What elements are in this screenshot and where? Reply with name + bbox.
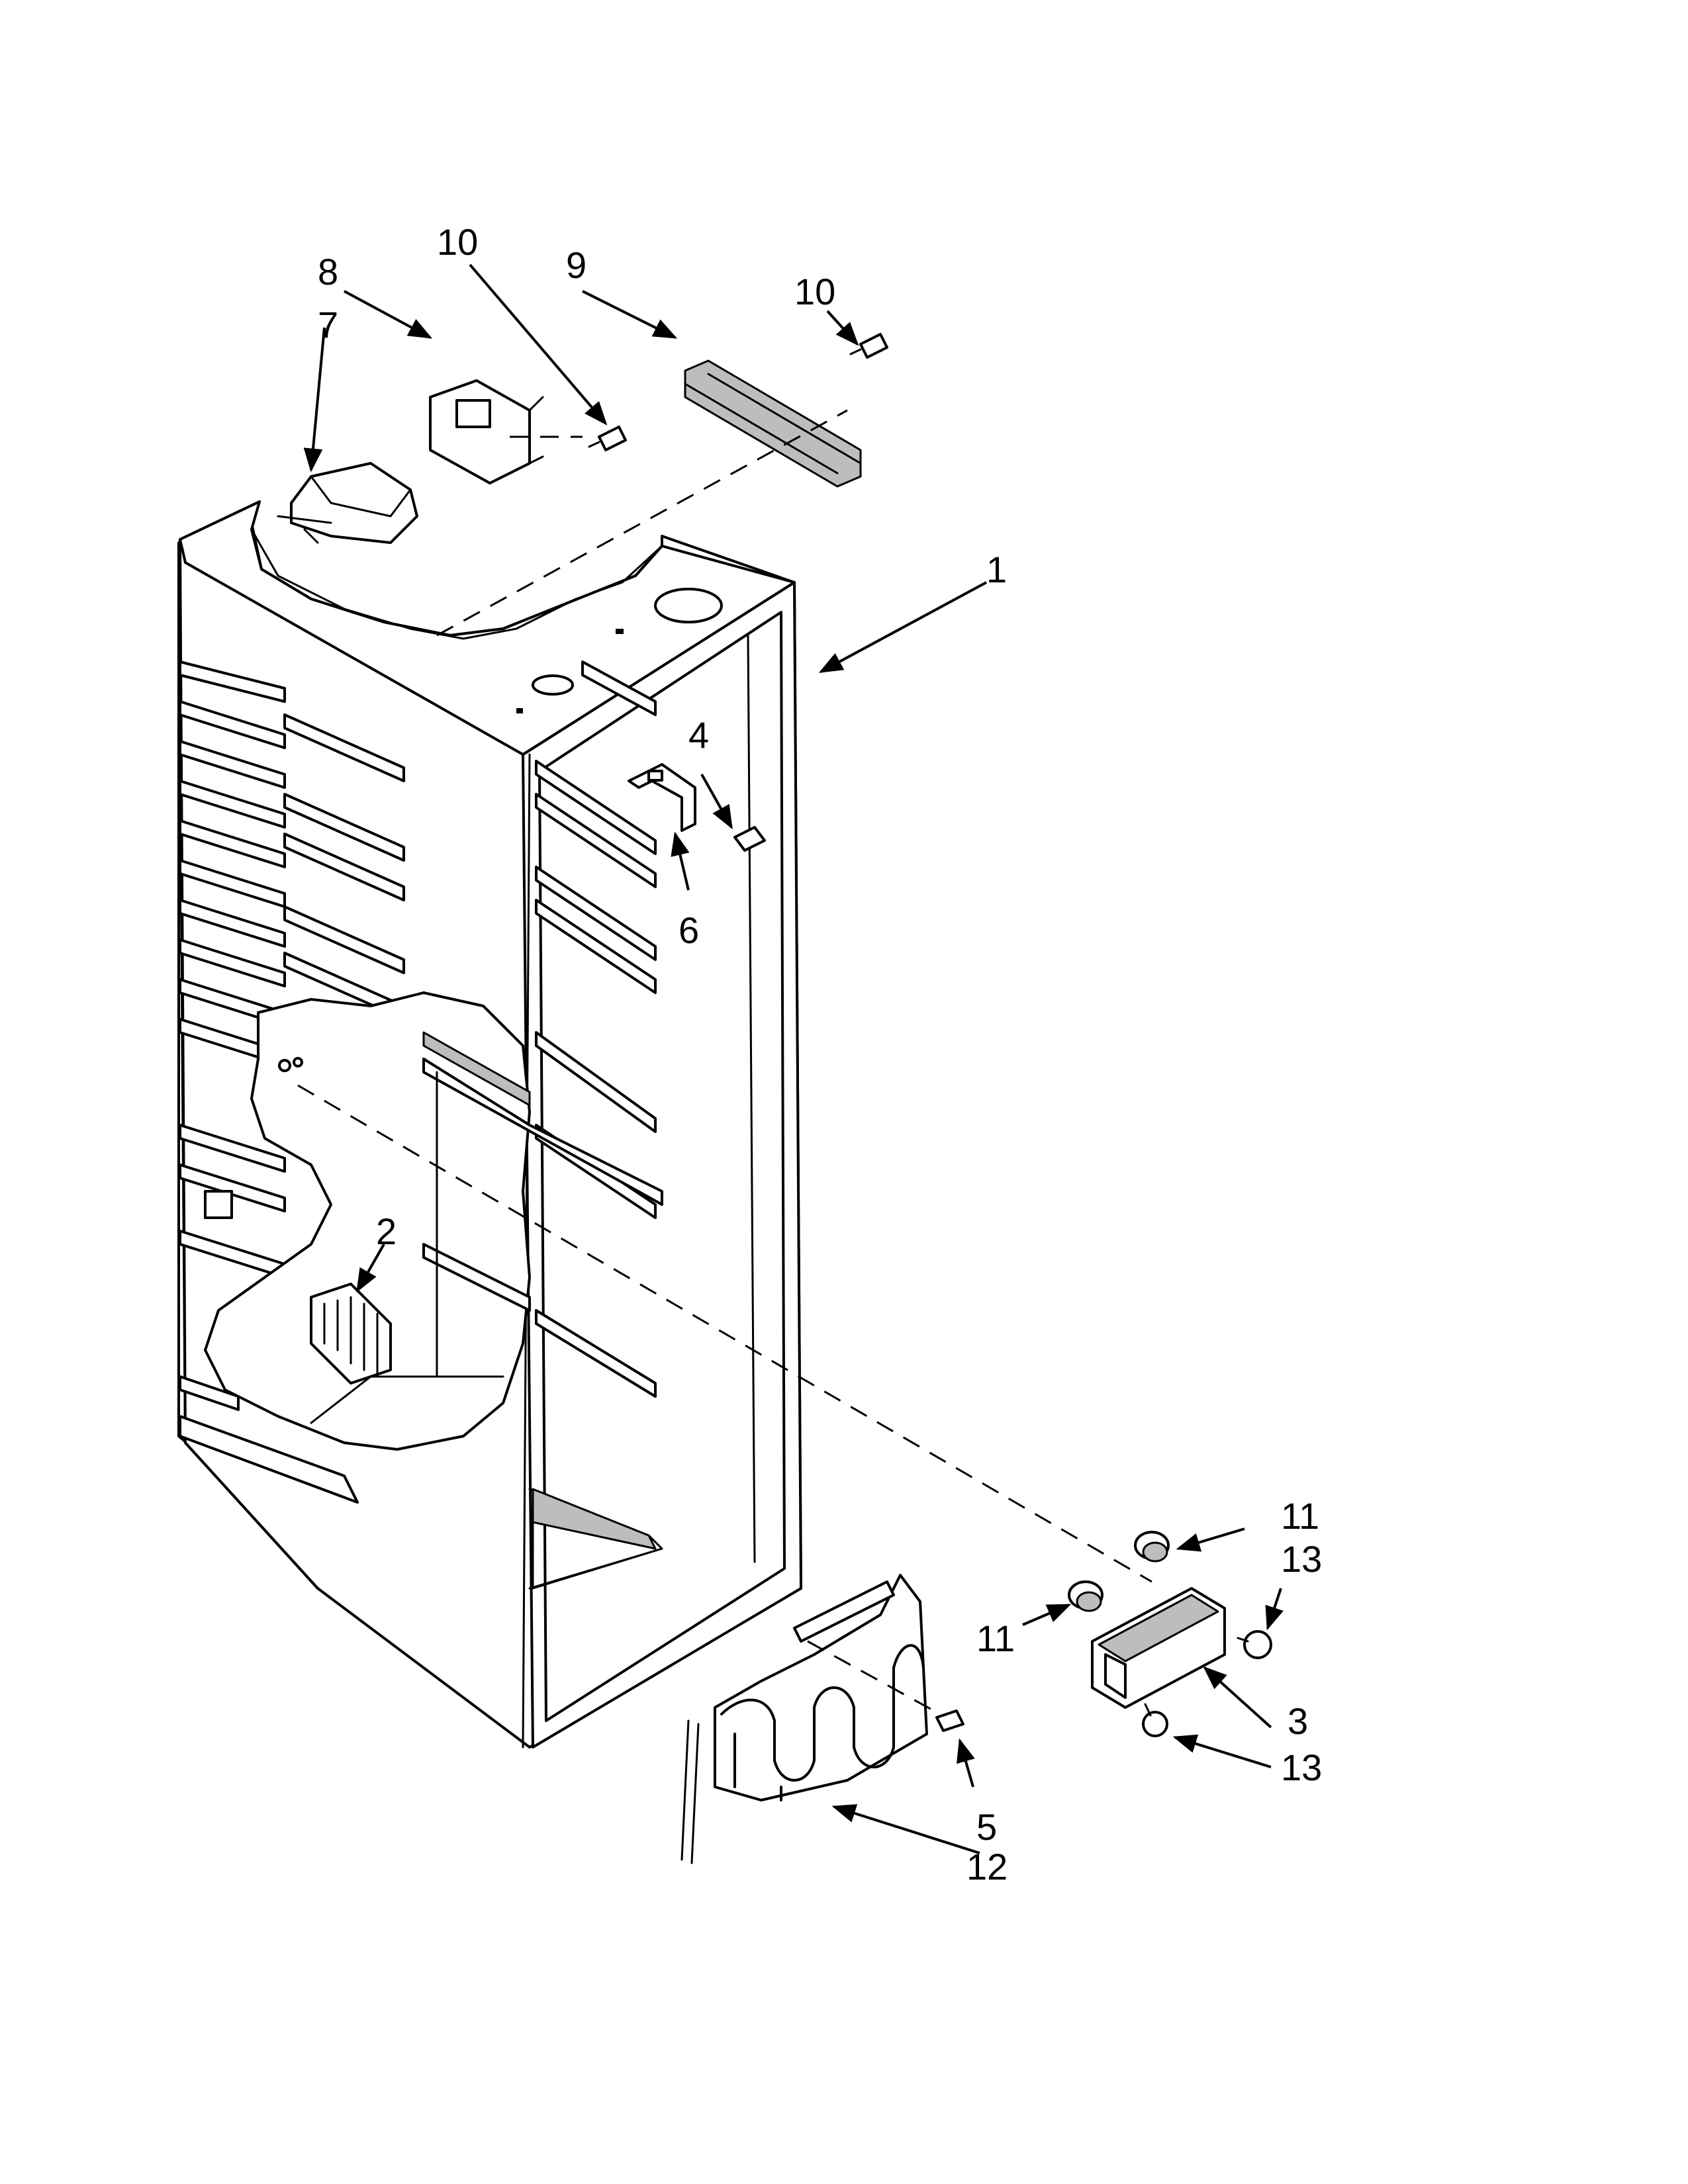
callout-labels: 1 2 3 4 5 6 7 8 9 10 10 11 11 12 13 13 xyxy=(318,221,1322,1888)
part-6-bracket xyxy=(628,763,696,832)
callout-leaders xyxy=(303,263,1284,1854)
part-9-channel xyxy=(684,359,862,488)
part-11-cap-upper xyxy=(1134,1531,1170,1563)
callout-1: 1 xyxy=(986,549,1007,590)
part-5-screw xyxy=(935,1709,964,1732)
callout-3: 3 xyxy=(1288,1700,1308,1742)
callout-7: 7 xyxy=(318,304,338,345)
callout-4: 4 xyxy=(688,714,709,756)
refrigerator-liner xyxy=(177,500,802,1749)
part-4-screw xyxy=(733,826,766,852)
part-12-heater-coil xyxy=(680,1574,928,1864)
right-shelf-supports xyxy=(535,660,657,1398)
part-10-screw-left xyxy=(588,426,627,451)
part-3-housing xyxy=(1091,1587,1226,1709)
part-2-vent xyxy=(310,1283,392,1385)
callout-6: 6 xyxy=(679,909,699,951)
part-11-cap-lower xyxy=(1068,1580,1103,1612)
callout-12: 12 xyxy=(966,1846,1008,1888)
callout-13-lower: 13 xyxy=(1281,1747,1322,1788)
part-10-screw-right xyxy=(849,333,888,359)
callout-11-upper: 11 xyxy=(1281,1495,1319,1537)
part-8-bracket xyxy=(429,379,544,484)
callout-11-lower: 11 xyxy=(976,1617,1015,1659)
callout-10-right: 10 xyxy=(794,271,835,312)
callout-2: 2 xyxy=(376,1210,397,1252)
callout-8: 8 xyxy=(318,251,338,293)
back-wall-rails xyxy=(283,713,405,1021)
callout-10-left: 10 xyxy=(437,221,478,263)
left-shelf-rails xyxy=(179,660,359,1504)
part-13-pin-upper xyxy=(1237,1630,1272,1659)
part-13-pin-lower xyxy=(1142,1703,1168,1737)
part-7-control-housing xyxy=(277,462,418,544)
callout-5: 5 xyxy=(976,1806,997,1848)
callout-13-upper: 13 xyxy=(1281,1538,1322,1580)
callout-9: 9 xyxy=(566,244,586,286)
assembly-lines xyxy=(297,409,1152,1715)
